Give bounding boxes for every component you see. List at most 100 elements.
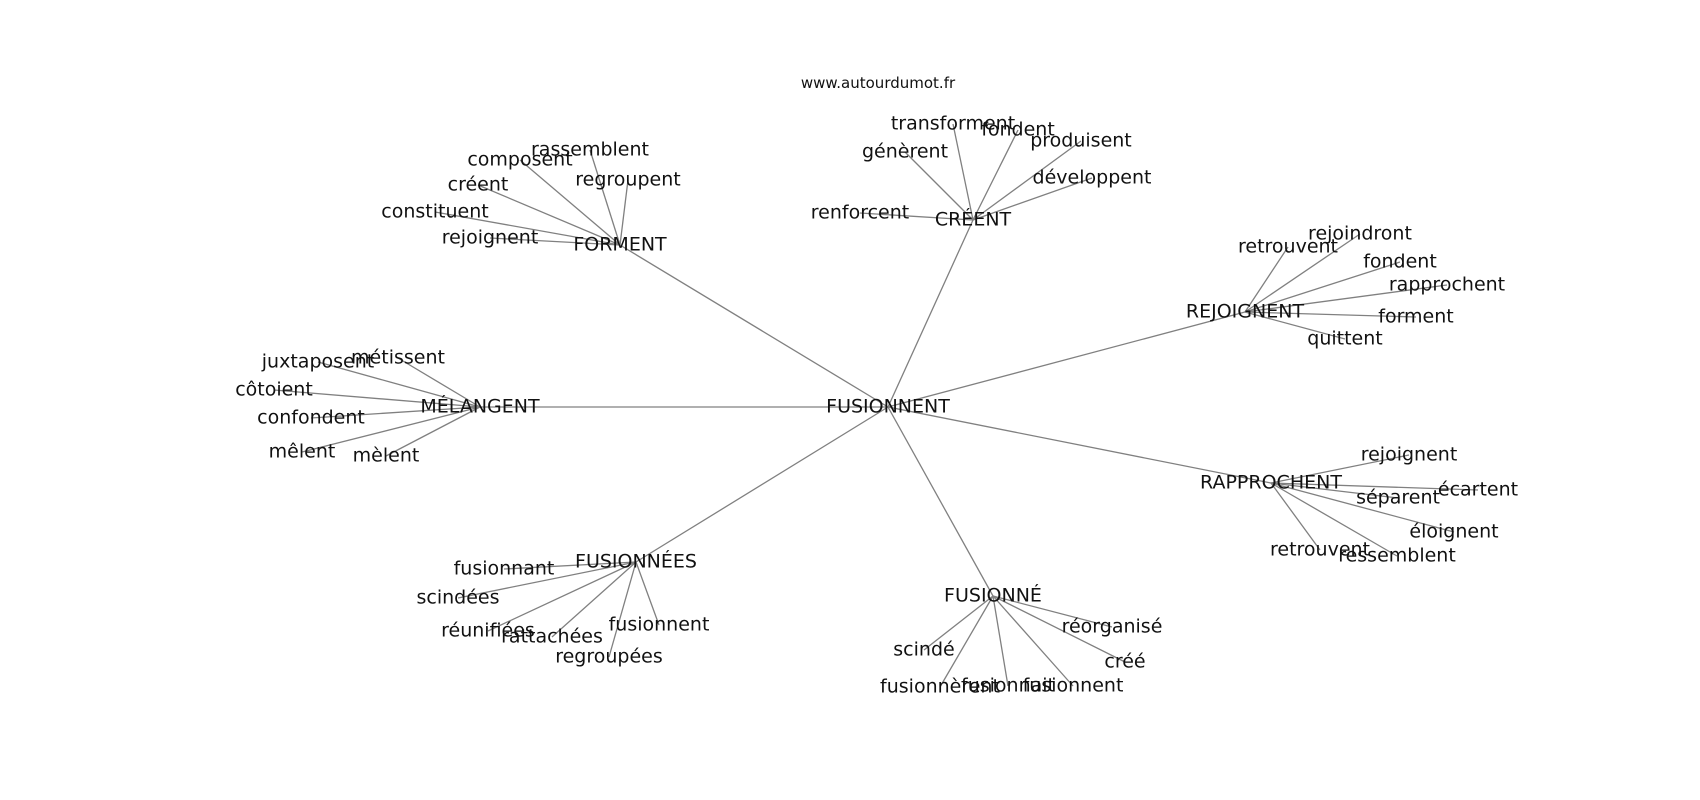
edge-fusionne-leaf-2 [992,595,1126,663]
edge-rejoignent-leaf-3 [1244,284,1448,313]
leaf-node-forment-0: rassemblent [531,139,649,161]
leaf-node-rejoignent-4: forment [1378,306,1453,328]
edge-rapprochent-leaf-0 [1270,454,1410,484]
leaf-node-creent-4: développent [1033,167,1152,189]
leaf-node-creent-3: produisent [1030,130,1132,152]
edge-rejoignent-leaf-5 [1244,311,1346,340]
leaf-node-fusionnees-0: fusionnant [454,558,555,580]
edge-melangent-leaf-2 [273,389,481,408]
root-node: FUSIONNENT [826,396,950,418]
hub-node-creent: CRÉENT [935,208,1012,231]
edge-melangent-leaf-5 [385,406,481,457]
edge-melangent-leaf-0 [397,357,481,408]
edge-rejoignent-leaf-1 [1244,246,1289,313]
edge-creent-leaf-2 [904,151,974,221]
leaf-node-rapprochent-5: ressemblent [1338,545,1456,567]
leaf-node-fusionne-3: fusionnèrent [880,676,1000,698]
leaf-node-forment-2: regroupent [575,169,680,191]
hub-node-rapprochent: RAPPROCHENT [1200,472,1342,494]
leaf-node-melangent-5: mèlent [353,445,420,467]
edge-rapprochent-leaf-5 [1270,482,1398,557]
edge-creent-leaf-1 [972,129,1019,221]
edge-melangent-leaf-1 [317,361,481,408]
edge-fusionne-leaf-4 [992,595,1009,687]
edges-layer [273,123,1479,688]
edge-root-rejoignent [887,311,1246,408]
leaf-node-fusionnees-4: fusionnent [609,614,710,636]
edge-rejoignent-leaf-2 [1244,261,1401,313]
leaf-node-forment-1: composent [467,149,572,171]
edge-creent-leaf-4 [972,177,1093,221]
leaf-node-rapprochent-3: éloignent [1409,521,1498,543]
leaf-node-rejoignent-5: quittent [1307,328,1382,350]
leaf-node-forment-5: rejoignent [442,227,539,249]
leaf-node-fusionnees-1: scindées [416,587,499,609]
hub-node-fusionne: FUSIONNÉ [944,584,1042,607]
hub-node-rejoignent: REJOIGNENT [1186,301,1305,323]
hub-node-melangent: MÉLANGENT [420,395,540,418]
leaf-node-fusionnees-5: regroupées [555,646,663,668]
edge-forment-leaf-4 [434,211,621,246]
leaf-node-fusionne-2: créé [1104,651,1145,673]
edge-rejoignent-leaf-0 [1244,233,1361,313]
edge-root-fusionne [887,406,994,597]
leaf-node-rejoignent-1: retrouvent [1238,236,1338,258]
leaf-node-rapprochent-2: séparent [1356,487,1440,509]
edge-root-forment [619,244,889,408]
leaf-node-melangent-1: juxtaposent [261,351,374,373]
leaf-node-creent-5: renforcent [811,202,909,224]
hub-node-fusionnees: FUSIONNÉES [575,550,697,573]
edge-creent-leaf-0 [952,123,974,221]
leaf-node-melangent-2: côtoient [235,379,313,401]
leaf-node-creent-0: transforment [891,113,1015,135]
leaf-node-rapprochent-0: rejoignent [1361,444,1458,466]
edge-root-creent [887,219,974,408]
source-label: www.autourdumot.fr [801,74,956,92]
leaf-node-rapprochent-4: retrouvent [1270,539,1370,561]
edge-rapprochent-leaf-1 [1270,482,1479,491]
leaf-node-forment-4: constituent [381,201,488,223]
leaf-node-fusionne-1: scindé [893,639,954,661]
edge-fusionne-leaf-3 [939,595,994,688]
edge-fusionnees-leaf-1 [457,561,637,599]
edge-creent-leaf-5 [859,212,974,221]
edge-fusionnees-leaf-0 [503,561,637,570]
edge-fusionnees-leaf-5 [608,561,637,658]
edge-creent-leaf-3 [972,140,1082,221]
edge-root-fusionnees [635,406,889,563]
edge-fusionnees-leaf-2 [487,561,637,632]
edge-rapprochent-leaf-3 [1270,482,1455,533]
edge-forment-leaf-5 [489,237,621,246]
edge-fusionnees-leaf-4 [635,561,660,626]
leaf-node-creent-2: génèrent [862,141,948,163]
edge-rapprochent-leaf-2 [1270,482,1399,499]
edge-forment-leaf-1 [519,159,621,246]
leaf-node-melangent-4: mêlent [269,441,336,463]
leaf-node-fusionne-4: fusionnait [961,675,1055,697]
edge-fusionnees-leaf-3 [551,561,637,638]
edge-forment-leaf-3 [477,184,621,246]
edge-melangent-leaf-4 [301,406,481,453]
leaf-node-fusionnees-2: réunifiées [441,620,535,642]
edge-root-rapprochent [887,406,1272,484]
edge-rapprochent-leaf-4 [1270,482,1321,551]
edge-fusionne-leaf-0 [992,595,1113,628]
leaf-node-rejoignent-2: fondent [1363,251,1437,273]
edge-rejoignent-leaf-4 [1244,311,1417,318]
edge-melangent-leaf-3 [310,406,481,419]
leaf-node-melangent-3: confondent [257,407,365,429]
edge-forment-leaf-2 [619,179,629,246]
leaf-node-fusionne-0: réorganisé [1062,616,1163,638]
leaf-node-rejoignent-0: rejoindront [1308,223,1412,245]
edge-fusionne-leaf-5 [992,595,1074,687]
leaf-node-fusionnees-3: rattachées [501,626,603,648]
edge-fusionne-leaf-1 [923,595,994,651]
hub-node-forment: FORMENT [573,234,667,256]
edge-forment-leaf-0 [589,149,621,246]
leaf-node-melangent-0: métissent [351,347,445,369]
leaf-node-forment-3: créent [448,174,509,196]
leaf-node-rapprochent-1: écartent [1438,479,1518,501]
leaf-node-creent-1: fondent [981,119,1055,141]
